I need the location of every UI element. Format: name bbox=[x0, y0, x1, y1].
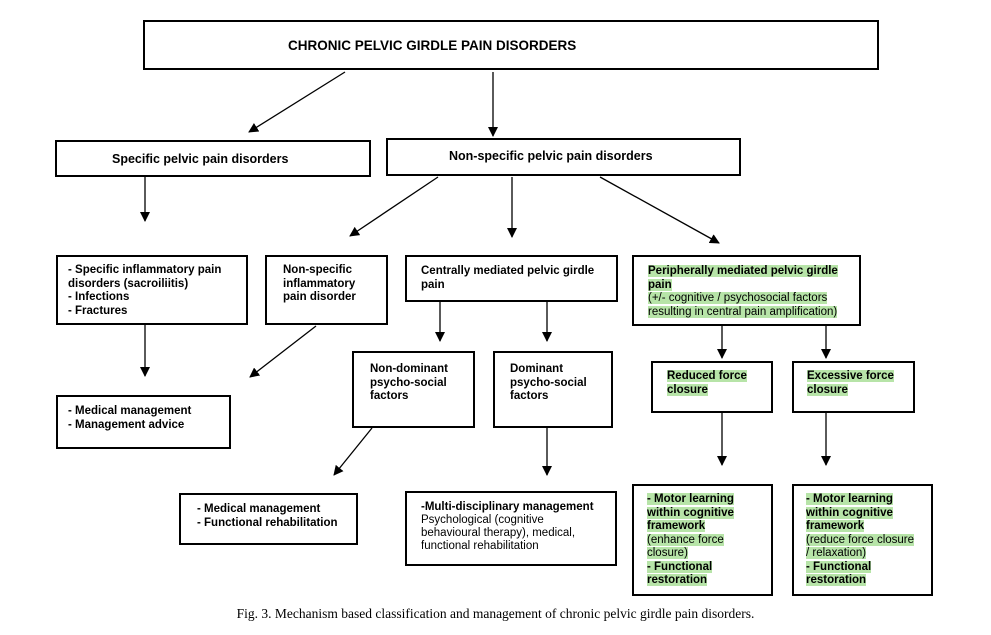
motor-reduced-heading-1: - Motor learning bbox=[647, 493, 734, 505]
excessive-line-1: Excessive force bbox=[807, 370, 894, 382]
specific-line-1: - Specific inflammatory pain bbox=[68, 264, 222, 276]
multi-body-2: behavioural therapy), medical, bbox=[421, 527, 576, 539]
non-dominant-factors-box: Non-dominant psycho-social factors bbox=[352, 351, 475, 428]
arrow-nonspec-to-peripheral bbox=[599, 176, 720, 244]
medical2-line-1: - Medical management bbox=[197, 503, 321, 515]
multi-body-3: functional rehabilitation bbox=[421, 540, 539, 552]
inflammatory-line-1: Non-specific bbox=[283, 264, 353, 276]
reduced-force-closure-box: Reduced force closure bbox=[651, 361, 773, 413]
inflammatory-line-2: inflammatory bbox=[283, 277, 356, 290]
nonspecific-inflammatory-box: Non-specific inflammatory pain disorder bbox=[265, 255, 388, 325]
arrow-nonspec-to-inflammatory bbox=[349, 176, 439, 237]
medical-management-box-2: - Medical management - Functional rehabi… bbox=[179, 493, 358, 545]
motor-excessive-tail-1: - Functional bbox=[806, 560, 872, 573]
motor-reduced-tail-1: - Functional bbox=[647, 560, 713, 573]
motor-excessive-heading-2: within cognitive bbox=[806, 506, 893, 519]
peripheral-note-2: resulting in central pain amplification) bbox=[648, 305, 838, 318]
medical1-line-2: - Management advice bbox=[68, 418, 185, 431]
figure-caption: Fig. 3. Mechanism based classification a… bbox=[236, 606, 755, 621]
multi-body-1: Psychological (cognitive bbox=[421, 514, 544, 526]
multi-heading: -Multi-disciplinary management bbox=[421, 501, 594, 513]
peripheral-pain-box: Peripherally mediated pelvic girdle pain… bbox=[632, 255, 861, 326]
arrow-inflammatory-to-medical bbox=[249, 325, 317, 378]
nondominant-line-1: Non-dominant bbox=[370, 363, 448, 375]
reduced-line-1: Reduced force bbox=[667, 370, 747, 382]
peripheral-heading-1: Peripherally mediated pelvic girdle bbox=[648, 265, 838, 277]
peripheral-heading-2: pain bbox=[648, 278, 672, 291]
specific-line-3: - Infections bbox=[68, 291, 130, 303]
title-box: CHRONIC PELVIC GIRDLE PAIN DISORDERS bbox=[143, 20, 879, 70]
motor-reduced-heading-2: within cognitive bbox=[647, 506, 734, 519]
motor-excessive-heading-3: framework bbox=[806, 520, 865, 532]
motor-reduced-note-2: closure) bbox=[647, 547, 688, 559]
motor-reduced-tail-2: restoration bbox=[647, 574, 708, 586]
specific-line-2: disorders (sacroiliitis) bbox=[68, 277, 189, 290]
multidisciplinary-management-box: -Multi-disciplinary management Psycholog… bbox=[405, 491, 617, 566]
dominant-line-2: psycho-social bbox=[510, 376, 587, 389]
central-line-2: pain bbox=[421, 278, 445, 291]
motor-excessive-note-2: / relaxation) bbox=[806, 547, 867, 559]
excessive-force-closure-box: Excessive force closure bbox=[792, 361, 915, 413]
motor-learning-enhance-box: - Motor learning within cognitive framew… bbox=[632, 484, 773, 596]
nondominant-line-2: psycho-social bbox=[370, 376, 447, 389]
peripheral-note-1: (+/- cognitive / psychosocial factors bbox=[648, 292, 828, 304]
motor-excessive-note-1: (reduce force closure bbox=[806, 533, 915, 546]
excessive-line-2: closure bbox=[807, 383, 848, 396]
inflammatory-line-3: pain disorder bbox=[283, 291, 356, 303]
motor-excessive-heading-1: - Motor learning bbox=[806, 493, 893, 505]
arrow-title-to-specific bbox=[248, 71, 346, 133]
dominant-line-1: Dominant bbox=[510, 363, 564, 375]
nonspecific-disorders-box: Non-specific pelvic pain disorders bbox=[386, 138, 741, 176]
central-pain-box: Centrally mediated pelvic girdle pain bbox=[405, 255, 618, 302]
central-line-1: Centrally mediated pelvic girdle bbox=[421, 265, 595, 277]
medical1-line-1: - Medical management bbox=[68, 405, 192, 417]
motor-reduced-heading-3: framework bbox=[647, 520, 706, 532]
dominant-line-3: factors bbox=[510, 390, 549, 402]
specific-disorders-box: Specific pelvic pain disorders bbox=[55, 140, 371, 177]
nondominant-line-3: factors bbox=[370, 390, 409, 402]
dominant-factors-box: Dominant psycho-social factors bbox=[493, 351, 613, 428]
motor-learning-reduce-box: - Motor learning within cognitive framew… bbox=[792, 484, 933, 596]
arrow-nondominant-to-medical bbox=[333, 427, 373, 476]
specific-conditions-box: - Specific inflammatory pain disorders (… bbox=[56, 255, 248, 325]
medical-management-box-1: - Medical management - Management advice bbox=[56, 395, 231, 449]
medical2-line-2: - Functional rehabilitation bbox=[197, 516, 338, 529]
reduced-line-2: closure bbox=[667, 383, 708, 396]
specific-line-4: - Fractures bbox=[68, 304, 128, 317]
motor-reduced-note-1: (enhance force bbox=[647, 533, 724, 546]
motor-excessive-tail-2: restoration bbox=[806, 574, 867, 586]
